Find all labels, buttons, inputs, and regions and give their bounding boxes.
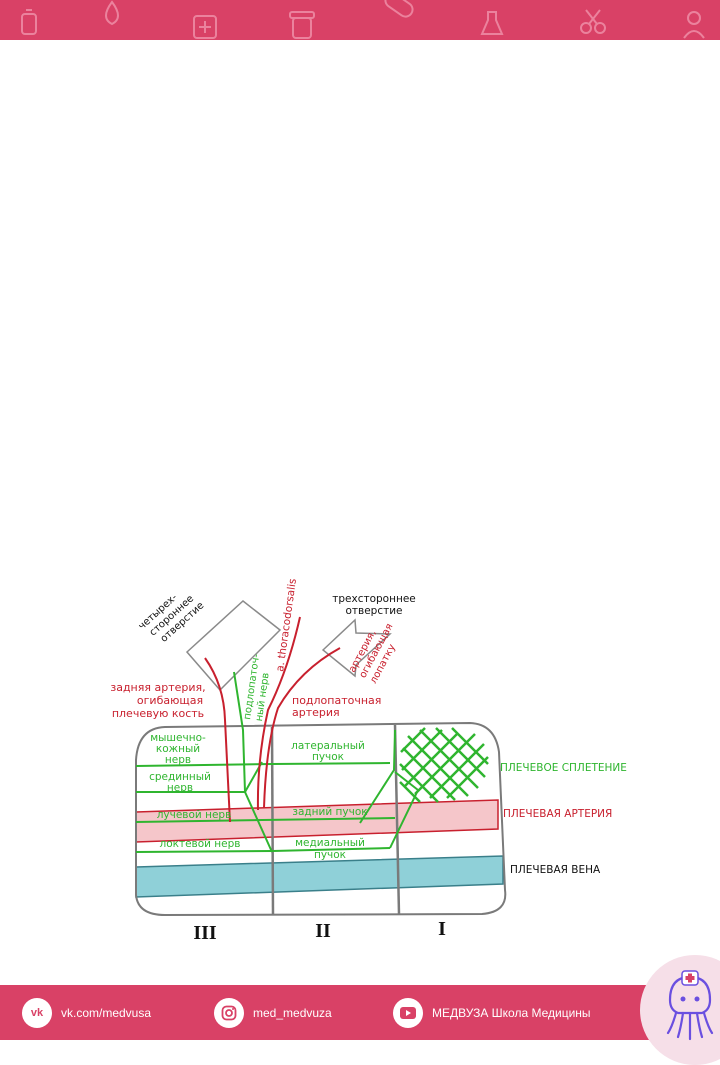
instagram-link[interactable]: med_medvuza: [214, 998, 332, 1028]
medical-box-icon: [193, 15, 217, 39]
lateral-cord-label-2: пучок: [312, 751, 344, 763]
doctor-icon: [683, 11, 705, 39]
pill-icon: [384, 0, 414, 18]
quadrangular-label: четырех- стороннее отверстие: [137, 592, 207, 645]
zone-label-1: I: [438, 918, 446, 940]
musculocutaneous-label-3: нерв: [165, 754, 191, 766]
medial-cord-label-1: медиальный: [295, 837, 365, 849]
pcha-label-1: задняя артерия,: [110, 681, 205, 694]
instagram-link-text: med_medvuza: [253, 1006, 332, 1020]
scissors-icon: [580, 9, 606, 34]
subscapular-label-2: артерия: [292, 706, 340, 719]
instagram-icon: [214, 998, 244, 1028]
pcha-label-2: огибающая: [137, 694, 203, 707]
tri-label-1: трехстороннее: [332, 593, 416, 605]
zone-divider-1: [270, 726, 275, 916]
nerve-lines: [135, 671, 420, 853]
youtube-link-text: МЕДВУЗА Школа Медицины: [432, 1006, 591, 1020]
brachial-vein-band: [135, 855, 504, 898]
vk-link-text: vk.com/medvusa: [61, 1006, 152, 1020]
medial-cord-label-2: пучок: [314, 849, 346, 861]
plexus-legend: ПЛЕЧЕВОЕ СПЛЕТЕНИЕ: [500, 762, 627, 774]
zone-label-3: III: [193, 922, 217, 944]
header-decoration: [21, 0, 705, 39]
drop-icon: [105, 0, 119, 26]
vk-icon: vk: [22, 998, 52, 1028]
jar-icon: [289, 11, 315, 39]
bottle-icon: [21, 9, 37, 35]
median-label-1: срединный: [149, 771, 211, 783]
subscapular-label-1: подлопаточная: [292, 694, 381, 707]
triangular-opening: [321, 618, 392, 678]
musculocutaneous-label-1: мышечно-: [150, 732, 206, 744]
vein-legend: ПЛЕЧЕВАЯ ВЕНА: [510, 864, 601, 876]
musculocutaneous-label-2: кожный: [156, 743, 200, 755]
radial-nerve-label: лучевой нерв: [157, 809, 232, 821]
octopus-doctor-icon: [640, 955, 720, 1065]
plexus-hatch: [399, 727, 489, 803]
zone-divider-2: [393, 724, 401, 915]
footer-band: [0, 985, 720, 1040]
header-band: [0, 0, 720, 40]
brachial-plexus-diagram: четырех- стороннее отверстие трехсторонн…: [110, 578, 627, 944]
ulnar-nerve-label: локтевой нерв: [159, 838, 240, 850]
lateral-cord-label-1: латеральный: [291, 740, 365, 752]
tri-label-2: отверстие: [345, 605, 402, 617]
median-label-2: нерв: [167, 782, 193, 794]
flask-icon: [480, 11, 504, 35]
artery-lines: [204, 616, 341, 823]
pcha-label-3: плечевую кость: [112, 707, 204, 720]
artery-legend: ПЛЕЧЕВАЯ АРТЕРИЯ: [503, 808, 612, 820]
zone-label-2: II: [315, 920, 331, 942]
youtube-icon: [393, 998, 423, 1028]
axilla-outline: [135, 721, 507, 917]
posterior-cord-label: задний пучок: [292, 806, 367, 818]
thoracodorsal-label: a. thoracodorsalis: [274, 578, 299, 673]
vk-link[interactable]: vk vk.com/medvusa: [22, 998, 151, 1028]
youtube-link[interactable]: МЕДВУЗА Школа Медицины: [393, 998, 591, 1028]
